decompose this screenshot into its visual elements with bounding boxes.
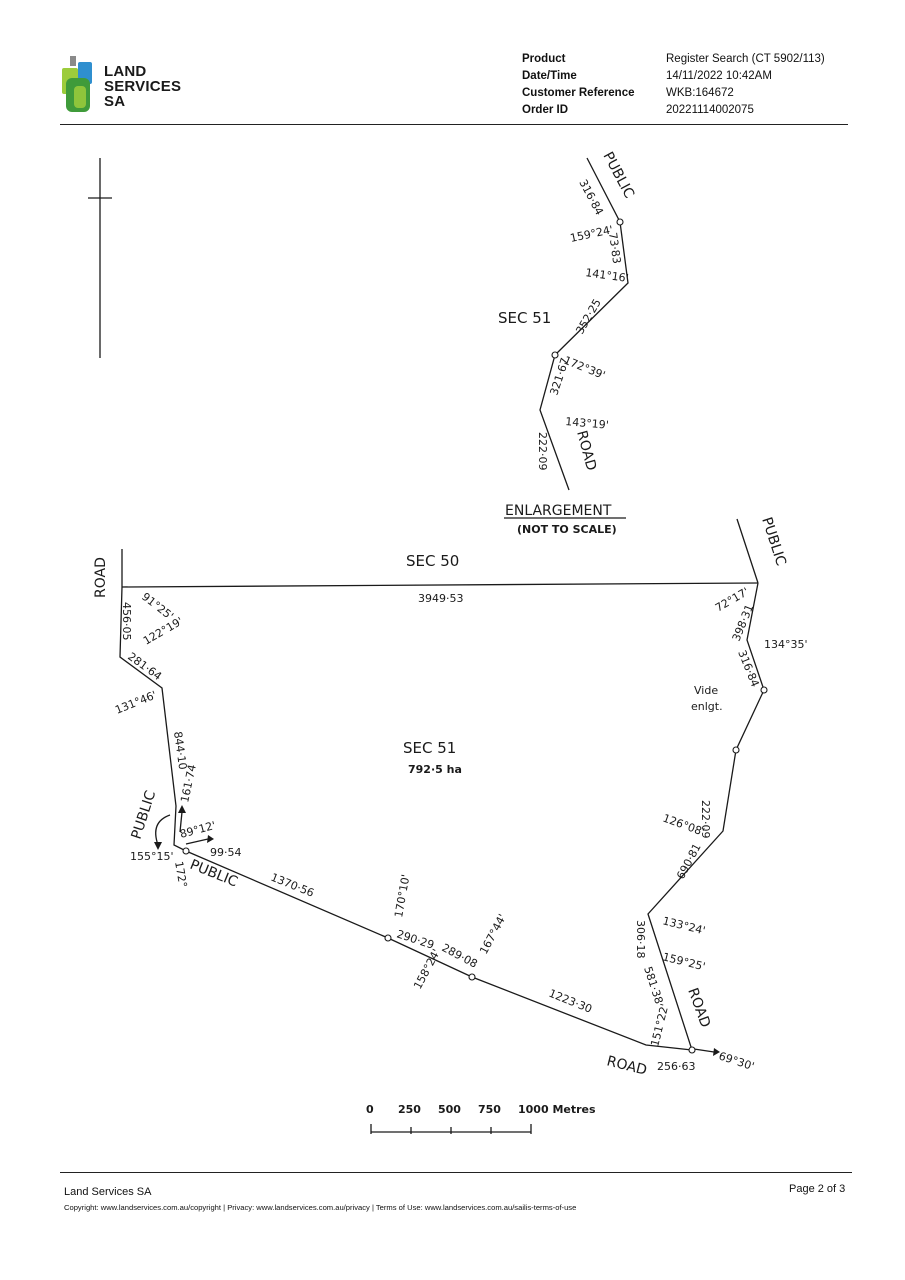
sec51-label: SEC 51 (403, 739, 456, 757)
footer-copyright: Copyright: www.landservices.com.au/copyr… (64, 1203, 577, 1212)
scale-tick-750: 750 (478, 1103, 501, 1116)
public-top-right-label: PUBLIC (758, 515, 789, 568)
public-top-right-line (736, 518, 759, 584)
logo-line-3: SA (104, 93, 126, 110)
angle-133: 133°24' (661, 914, 706, 937)
public-left-label: PUBLIC (129, 789, 160, 842)
angle-159: 159°25' (661, 950, 706, 973)
area-label: 792·5 ha (408, 763, 462, 776)
enl-angle-143: 143°19' (565, 415, 609, 432)
vide-label: Vide (694, 684, 718, 697)
angle-arc-155 (155, 814, 171, 846)
dist-99: 99·54 (210, 846, 242, 859)
dist-290: 290·29 (395, 927, 436, 951)
angle-167: 167°44' (477, 912, 509, 957)
dist-844: 844·10 (171, 731, 189, 771)
dist-690: 690·81 (674, 841, 704, 881)
enl-sec51-label: SEC 51 (498, 309, 551, 327)
datetime-label: Date/Time (522, 70, 577, 82)
enl-road-label: ROAD (573, 429, 599, 473)
enlargement-subtitle: (NOT TO SCALE) (517, 523, 617, 536)
angle-158: 158°24' (411, 947, 443, 992)
parcel-boundary-line (119, 582, 765, 1051)
north-boundary-line (121, 582, 759, 588)
enl-dist-316: 316·84 (576, 177, 606, 217)
angle-122: 122°19' (141, 615, 185, 648)
dist-1370: 1370·56 (269, 871, 316, 900)
header-meta-values: Register Search (CT 5902/113) 14/11/2022… (666, 51, 825, 119)
scale-tick-250: 250 (398, 1103, 421, 1116)
dist-281: 281·64 (125, 650, 164, 683)
angle-172: 172° (172, 860, 189, 888)
survey-plan: PUBLIC 316·84 159°24' 73·83 141°16' SEC … (88, 149, 808, 1134)
dist-306: 306·18 (634, 920, 647, 959)
angle-151: 151°22' (648, 1002, 671, 1047)
dist-289: 289·08 (440, 941, 480, 971)
enl-dist-321: 321·67 (547, 356, 571, 397)
logo-line-2: SERVICES (104, 78, 182, 95)
enl-dist-222: 222·09 (536, 432, 549, 471)
dist-256: 256·63 (657, 1060, 696, 1073)
customer-reference-label: Customer Reference (522, 87, 635, 99)
dist-316: 316·84 (735, 648, 761, 689)
product-value: Register Search (CT 5902/113) (666, 53, 825, 65)
road-left-label: ROAD (93, 557, 109, 598)
customer-reference-value: WKB:164672 (666, 87, 734, 99)
product-label: Product (522, 53, 566, 65)
angle-155: 155°15' (130, 850, 174, 863)
scale-tick-0: 0 (366, 1103, 374, 1116)
footer-org: Land Services SA (64, 1186, 152, 1198)
logo-line-1: LAND (104, 63, 147, 80)
header-rule (60, 124, 848, 125)
enl-dist-73: 73·83 (606, 232, 623, 265)
footer-rule (60, 1172, 852, 1173)
dist-1223: 1223·30 (547, 987, 594, 1016)
enl-angle-141: 141°16' (585, 266, 630, 285)
angle-134: 134°35' (764, 638, 808, 651)
sec50-label: SEC 50 (406, 552, 459, 570)
public-bottom-label: PUBLIC (188, 857, 241, 891)
header: LAND SERVICES SA Product Date/Time Custo… (0, 0, 905, 130)
dist-3949: 3949·53 (418, 592, 464, 605)
dist-581: 581·38 (641, 965, 665, 1006)
order-id-value: 20221114002075 (666, 104, 754, 116)
enl-dist-352: 352·25 (573, 297, 604, 337)
angle-69: 69°30' (717, 1049, 756, 1073)
angle-91: 91°25' (139, 590, 176, 623)
logo-wordmark: LAND SERVICES SA (104, 64, 181, 109)
enlargement-boundary-line (539, 157, 629, 491)
road-bottom-label: ROAD (605, 1053, 649, 1078)
scale-tick-500: 500 (438, 1103, 461, 1116)
enlargement-title: ENLARGEMENT (505, 503, 612, 519)
header-meta-labels: Product Date/Time Customer Reference Ord… (522, 51, 634, 119)
road-right-label: ROAD (684, 986, 713, 1030)
page-number: Page 2 of 3 (789, 1183, 846, 1195)
order-id-label: Order ID (522, 104, 569, 116)
dist-222: 222·09 (699, 800, 712, 839)
dist-456: 456·05 (120, 602, 133, 641)
datetime-value: 14/11/2022 10:42AM (666, 70, 772, 82)
scale-tick-1000: 1000 Metres (518, 1103, 596, 1116)
angle-170: 170°10' (392, 873, 412, 918)
dist-398: 398·31 (730, 603, 756, 644)
land-services-logo-icon (62, 56, 92, 112)
enlgt-label: enlgt. (691, 700, 723, 713)
angle-131: 131°46' (113, 688, 158, 716)
